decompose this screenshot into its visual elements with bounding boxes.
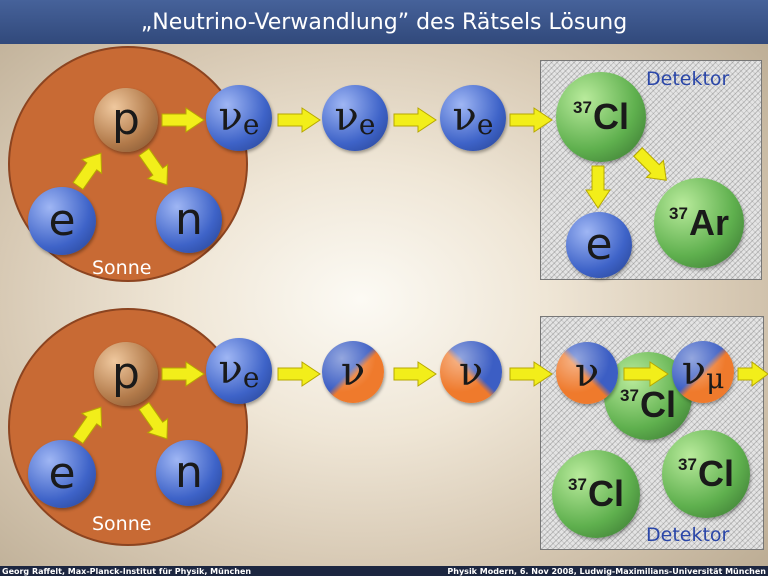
nu-flavor: e — [243, 361, 260, 394]
electron-out-top: e — [566, 212, 632, 278]
arrow-up-right-icon — [72, 150, 114, 192]
arrow-right-icon — [510, 362, 552, 386]
chlorine-symbol: Cl — [588, 473, 624, 514]
detector-label-top: Detektor — [646, 68, 729, 90]
argon-symbol: Ar — [689, 202, 729, 243]
title-bar: „Neutrino-Verwandlung” des Rätsels Lösun… — [0, 0, 768, 44]
argon-37-top: 37Ar — [654, 178, 744, 268]
arrow-right-icon — [510, 108, 552, 132]
neutron-bottom: n — [156, 440, 222, 506]
nu-flavor: e — [359, 108, 376, 141]
nu-symbol: ν — [335, 94, 359, 140]
chlorine-mass: 37 — [573, 98, 592, 117]
arrow-right-icon — [394, 108, 436, 132]
nu-symbol: ν — [453, 94, 477, 140]
arrow-right-icon — [278, 108, 320, 132]
chlorine-mass: 37 — [568, 475, 587, 494]
electron-neutrino-1-top: νe — [206, 85, 272, 151]
electron-symbol: e — [48, 452, 75, 496]
neutron-symbol: n — [175, 451, 203, 495]
chlorine-37-top: 37Cl — [556, 72, 646, 162]
arrow-right-icon — [162, 108, 204, 132]
footer-left: Georg Raffelt, Max-Planck-Institut für P… — [2, 567, 251, 576]
proton-symbol: p — [112, 352, 140, 396]
arrow-right-icon — [738, 362, 768, 386]
chlorine-mass: 37 — [620, 386, 639, 405]
chlorine-37-bottom-2: 37Cl — [552, 450, 640, 538]
nu-flavor: e — [243, 108, 260, 141]
proton-bottom: p — [94, 342, 158, 406]
arrow-down-right-icon — [140, 146, 182, 188]
neutron-top: n — [156, 187, 222, 253]
arrow-down-right-icon — [140, 400, 182, 442]
sun-label-bottom: Sonne — [92, 513, 151, 535]
arrow-down-right-icon — [634, 146, 676, 188]
sun-label-top: Sonne — [92, 257, 151, 279]
chlorine-symbol: Cl — [593, 96, 629, 137]
proton-top: p — [94, 88, 158, 152]
footer-right: Physik Modern, 6. Nov 2008, Ludwig-Maxim… — [447, 567, 766, 576]
slide-title: „Neutrino-Verwandlung” des Rätsels Lösun… — [141, 10, 627, 35]
mixed-neutrino-1-bottom: ν — [322, 341, 384, 403]
proton-symbol: p — [112, 98, 140, 142]
arrow-right-icon — [394, 362, 436, 386]
arrow-right-icon — [278, 362, 320, 386]
mixed-neutrino-2-bottom: ν — [440, 341, 502, 403]
electron-neutrino-2-top: νe — [322, 85, 388, 151]
arrow-up-right-icon — [72, 404, 114, 446]
numu-flavor: μ — [706, 362, 724, 395]
detector-label-bottom: Detektor — [646, 524, 729, 546]
arrow-right-icon — [162, 362, 204, 386]
nu-flavor: e — [477, 108, 494, 141]
nu-symbol: ν — [682, 348, 706, 394]
nu-symbol: ν — [575, 353, 599, 393]
electron-neutrino-bottom: νe — [206, 338, 272, 404]
chlorine-symbol: Cl — [640, 384, 676, 425]
arrow-right-icon — [624, 362, 668, 386]
argon-mass: 37 — [669, 204, 688, 223]
nu-symbol: ν — [341, 352, 365, 392]
chlorine-37-bottom-3: 37Cl — [662, 430, 750, 518]
electron-symbol: e — [48, 199, 75, 243]
muon-neutrino-bottom: νμ — [672, 341, 734, 403]
electron-neutrino-3-top: νe — [440, 85, 506, 151]
neutron-symbol: n — [175, 198, 203, 242]
electron-bottom: e — [28, 440, 96, 508]
chlorine-mass: 37 — [678, 455, 697, 474]
electron-top: e — [28, 187, 96, 255]
mixed-neutrino-3-bottom: ν — [556, 342, 618, 404]
nu-symbol: ν — [219, 347, 243, 393]
electron-out-symbol: e — [585, 223, 612, 267]
nu-symbol: ν — [219, 94, 243, 140]
chlorine-symbol: Cl — [698, 453, 734, 494]
arrow-down-icon — [586, 166, 610, 208]
nu-symbol: ν — [459, 352, 483, 392]
